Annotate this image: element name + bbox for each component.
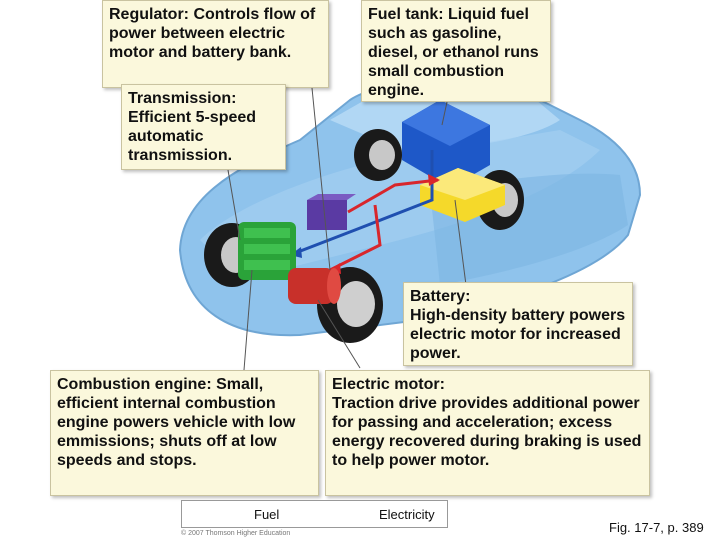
- fuel-tank-component: [402, 100, 490, 188]
- battery-component: [420, 168, 505, 222]
- combustion-engine-component: [238, 222, 296, 280]
- battery-callout: Battery: High-density battery powers ele…: [403, 282, 633, 366]
- transmission-callout: Transmission: Efficient 5-speed automati…: [121, 84, 286, 170]
- figure-reference: Fig. 17-7, p. 389: [609, 520, 704, 535]
- copyright-credit: © 2007 Thomson Higher Education: [181, 530, 291, 537]
- fuel-tank-callout: Fuel tank: Liquid fuel such as gasoline,…: [361, 0, 551, 102]
- regulator-callout: Regulator: Controls flow of power betwee…: [102, 0, 329, 88]
- electric-motor-component: [288, 268, 341, 304]
- wheel-rear-right: [354, 129, 402, 181]
- regulator-component: [307, 194, 356, 230]
- electric-motor-callout: Electric motor: Traction drive provides …: [325, 370, 650, 496]
- leader-lines: [227, 87, 467, 371]
- legend-fuel-label: Fuel: [254, 507, 280, 522]
- legend-electricity-label: Electricity: [379, 507, 435, 522]
- legend: Fuel Electricity: [181, 500, 448, 528]
- combustion-engine-callout: Combustion engine: Small, efficient inte…: [50, 370, 319, 496]
